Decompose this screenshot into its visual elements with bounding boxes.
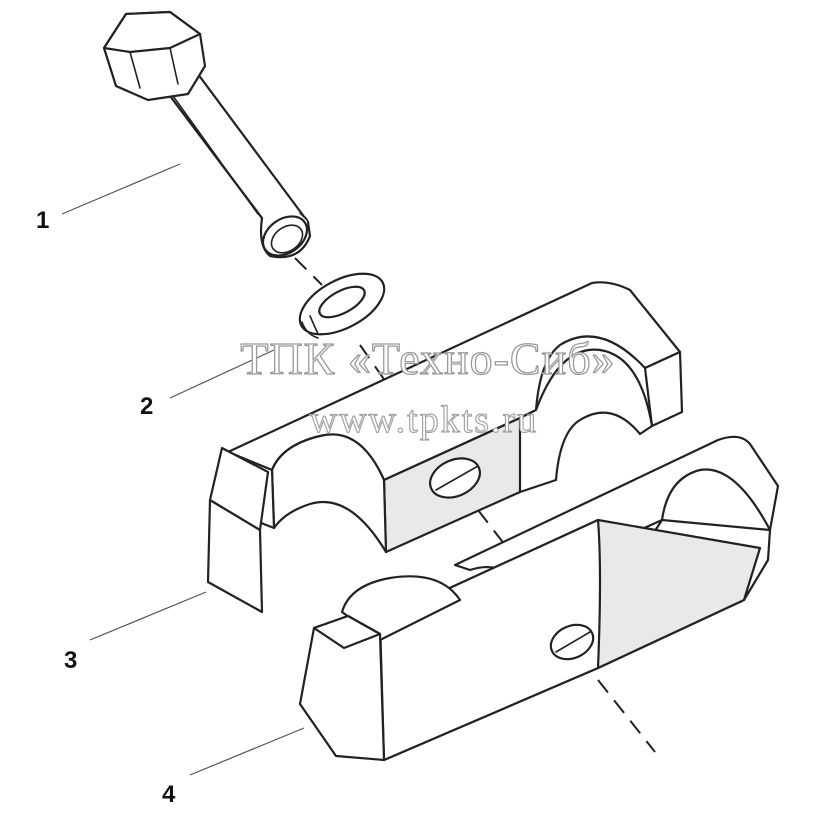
watermark-url: www.tpkts.ru (310, 399, 538, 441)
assembly-axis (294, 257, 656, 753)
leader-line-2 (169, 349, 275, 399)
callout-label-2: 2 (140, 393, 153, 420)
hex-bolt (102, 10, 312, 259)
watermark-company: ТПК «Техно-Сиб» (240, 333, 615, 384)
leader-line-1 (61, 163, 181, 215)
callout-label-1: 1 (36, 207, 49, 234)
leader-lines (61, 163, 305, 776)
callout-label-3: 3 (64, 647, 77, 674)
lock-washer (298, 272, 386, 339)
lower-clamp-half (206, 435, 780, 762)
leader-line-4 (189, 727, 305, 776)
callout-label-4: 4 (162, 781, 176, 808)
leader-line-3 (89, 591, 207, 641)
